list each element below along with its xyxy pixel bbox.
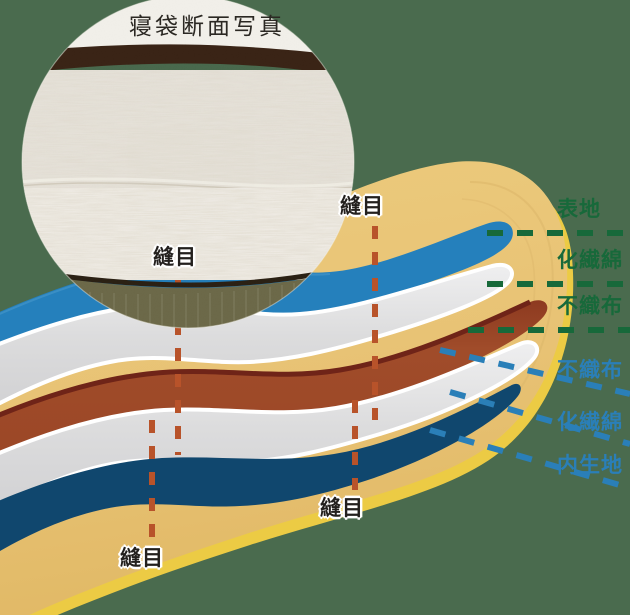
layer-label-fushokufu-upper: 不織布 — [557, 294, 623, 318]
photo-caption: 寝袋断面写真 — [129, 14, 285, 40]
leader-fushokufu-lower — [439, 347, 630, 397]
leader-uchikiji — [429, 427, 630, 491]
green-leader-lines — [468, 230, 630, 333]
layer-wadding-brown — [0, 300, 548, 473]
photo-circle-rim — [21, 0, 355, 329]
seam-label-2: 縫目 — [340, 194, 384, 218]
leader-kaseimen-lower — [449, 389, 630, 447]
seam-label-4: 縫目 — [120, 546, 164, 570]
layer-inner-fabric — [0, 383, 521, 552]
sleeping-bag-cross-section-photo — [22, 0, 354, 328]
seam-label-1: 縫目 — [153, 245, 197, 269]
layer-label-fushokufu-lower: 不織布 — [557, 358, 623, 382]
shell-contour-1 — [469, 181, 554, 421]
layer-label-kaseimen-upper: 化繊綿 — [557, 248, 623, 272]
layer-label-uchikiji: 内生地 — [557, 453, 623, 477]
layer-label-kaseimen-lower: 化繊綿 — [557, 410, 623, 434]
seam-label-3: 縫目 — [320, 496, 364, 520]
layer-label-omote-ji: 表地 — [557, 197, 601, 221]
blue-leader-lines — [429, 347, 630, 491]
layer-wadding-brown-top — [0, 299, 532, 418]
